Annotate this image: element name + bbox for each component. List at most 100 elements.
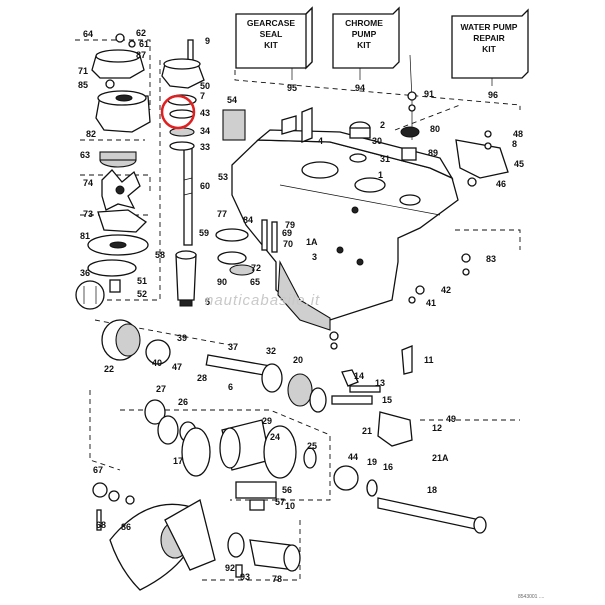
label-67: 67	[93, 465, 103, 475]
label-56: 56	[282, 485, 292, 495]
label-79: 79	[285, 220, 295, 230]
label-93: 93	[240, 572, 250, 582]
label-72: 72	[251, 263, 261, 273]
gear-group	[101, 319, 413, 447]
label-18: 18	[427, 485, 437, 495]
part-labels: 64 62 61 87 71 85 82 63 74 73 81 36 51 5…	[78, 28, 524, 584]
label-51: 51	[137, 276, 147, 286]
propeller-group	[92, 482, 301, 591]
label-60: 60	[200, 181, 210, 191]
label-6: 6	[228, 382, 233, 392]
label-45: 45	[514, 159, 524, 169]
label-87: 87	[136, 50, 146, 60]
label-61: 61	[139, 39, 149, 49]
label-91: 91	[424, 89, 434, 99]
label-92: 92	[225, 563, 235, 573]
svg-text:CHROME: CHROME	[345, 18, 383, 28]
label-70: 70	[283, 239, 293, 249]
footer-code: 8543001 ....	[518, 594, 544, 600]
label-68: 68	[96, 520, 106, 530]
label-54: 54	[227, 95, 237, 105]
label-48: 48	[513, 129, 523, 139]
right-upper-parts	[222, 107, 509, 187]
label-1: 1	[378, 170, 383, 180]
label-71: 71	[78, 66, 88, 76]
label-26: 26	[178, 397, 188, 407]
label-12: 12	[432, 423, 442, 433]
label-34: 34	[200, 126, 210, 136]
label-90: 90	[217, 277, 227, 287]
label-11: 11	[424, 355, 434, 365]
label-19: 19	[367, 457, 377, 467]
bearing-carrier	[144, 399, 487, 534]
svg-text:96: 96	[488, 90, 498, 100]
middle-parts	[215, 219, 471, 350]
label-83: 83	[486, 254, 496, 264]
label-42: 42	[441, 285, 451, 295]
label-33: 33	[200, 142, 210, 152]
label-14: 14	[354, 371, 364, 381]
label-22: 22	[104, 364, 114, 374]
label-46: 46	[496, 179, 506, 189]
label-77: 77	[217, 209, 227, 219]
label-62: 62	[136, 28, 146, 38]
label-17: 17	[173, 456, 183, 466]
label-37: 37	[228, 342, 238, 352]
label-5: 5	[205, 297, 210, 307]
label-63: 63	[80, 150, 90, 160]
label-15: 15	[382, 395, 392, 405]
watermark-text: nauticabasile.it	[205, 292, 320, 309]
label-36: 36	[80, 268, 90, 278]
label-4: 4	[318, 136, 323, 146]
label-10: 10	[285, 501, 295, 511]
label-49: 49	[446, 414, 456, 424]
label-84: 84	[243, 215, 253, 225]
label-74: 74	[83, 178, 93, 188]
label-69: 69	[282, 228, 292, 238]
label-24: 24	[270, 432, 280, 442]
label-39: 39	[177, 333, 187, 343]
svg-text:94: 94	[355, 83, 365, 93]
label-13: 13	[375, 378, 385, 388]
label-82: 82	[86, 129, 96, 139]
label-86: 86	[121, 522, 131, 532]
svg-text:REPAIR: REPAIR	[473, 33, 505, 43]
label-27: 27	[156, 384, 166, 394]
highlight-ring	[160, 94, 196, 130]
label-73: 73	[83, 209, 93, 219]
label-29: 29	[262, 416, 272, 426]
label-89: 89	[428, 148, 438, 158]
label-20: 20	[293, 355, 303, 365]
svg-text:KIT: KIT	[482, 44, 497, 54]
label-52: 52	[137, 289, 147, 299]
water-pump-parts	[75, 33, 151, 310]
label-1A: 1A	[306, 237, 318, 247]
label-32: 32	[266, 346, 276, 356]
svg-text:PUMP: PUMP	[352, 29, 377, 39]
svg-text:WATER PUMP: WATER PUMP	[461, 22, 518, 32]
label-41: 41	[426, 298, 436, 308]
water-pump-repair-kit-box: WATER PUMP REPAIR KIT 96	[451, 8, 529, 100]
label-43: 43	[200, 108, 210, 118]
label-53: 53	[218, 172, 228, 182]
gearcase-seal-kit-box: GEARCASE SEAL KIT 95	[235, 6, 313, 93]
label-9: 9	[205, 36, 210, 46]
svg-text:SEAL: SEAL	[260, 29, 283, 39]
label-3: 3	[312, 252, 317, 262]
label-8: 8	[512, 139, 517, 149]
chrome-pump-kit-box: CHROME PUMP KIT 94	[332, 6, 400, 93]
svg-text:KIT: KIT	[264, 40, 279, 50]
label-57: 57	[275, 497, 285, 507]
label-85: 85	[78, 80, 88, 90]
label-7: 7	[200, 91, 205, 101]
svg-text:GEARCASE: GEARCASE	[247, 18, 296, 28]
label-64: 64	[83, 29, 93, 39]
label-16: 16	[383, 462, 393, 472]
label-65: 65	[250, 277, 260, 287]
label-40: 40	[152, 358, 162, 368]
label-21A: 21A	[432, 453, 449, 463]
label-50: 50	[200, 81, 210, 91]
upper-bearing-housing	[161, 58, 205, 151]
label-59: 59	[199, 228, 209, 238]
